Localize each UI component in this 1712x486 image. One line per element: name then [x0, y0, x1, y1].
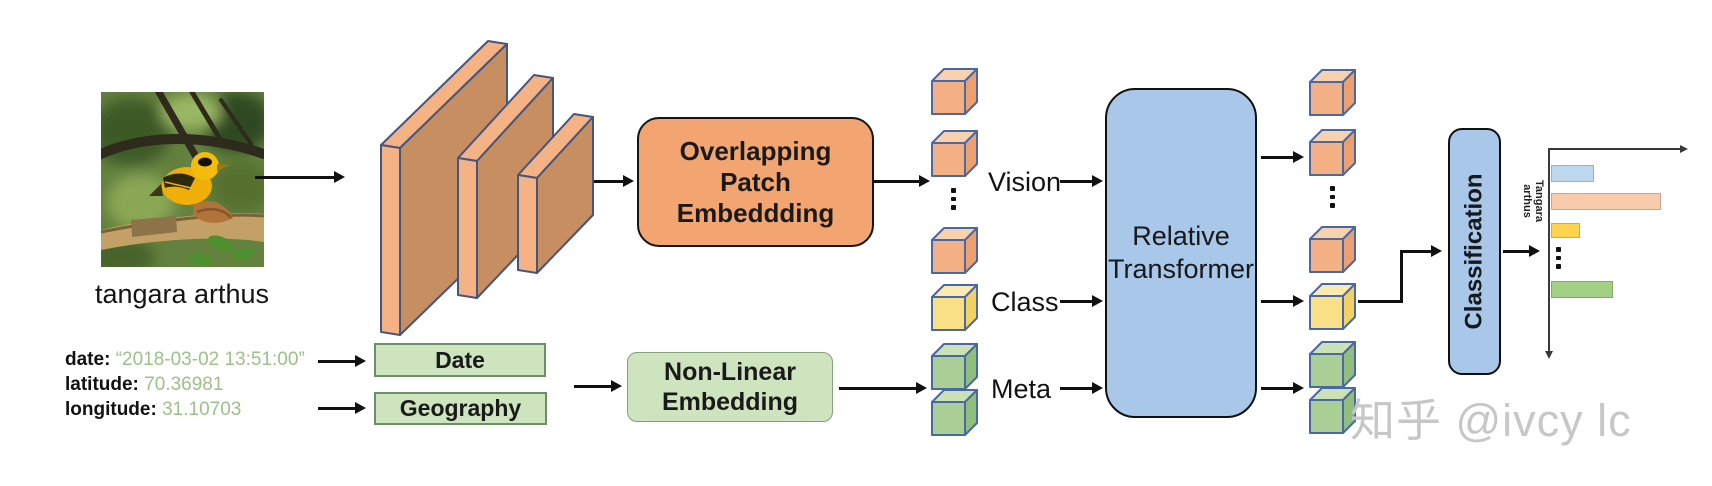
arrow-nonlinear-to-meta-tokens — [839, 382, 927, 394]
latitude-label: latitude: — [65, 374, 139, 395]
elbow-arrow-v — [1400, 250, 1403, 303]
out-meta-cube-2 — [1309, 387, 1356, 434]
out-tokens-ellipsis-icon — [1330, 186, 1335, 208]
latitude-value: 70.36981 — [144, 374, 224, 395]
patch-embedding-line1: Overlapping — [679, 135, 832, 166]
date-box: Date — [374, 343, 546, 377]
arrow-transformer-out-class — [1261, 295, 1304, 307]
chart-tick-label-tangara-arthus: Tangara arthus — [1521, 180, 1545, 222]
arrow-to-nonlinear-embedding — [574, 380, 622, 392]
arrow-date-to-box — [318, 355, 366, 367]
longitude-value: 31.10703 — [162, 399, 242, 420]
class-token-cube — [931, 284, 978, 331]
chart-bar-n — [1551, 281, 1613, 298]
elbow-arrow-h2 — [1400, 245, 1442, 257]
meta-token-cube-1 — [931, 343, 978, 390]
metadata-block: date: “2018-03-02 13:51:00” latitude: 70… — [65, 347, 305, 422]
arrow-transformer-out-meta — [1261, 382, 1304, 394]
vision-token-cube-n — [931, 227, 978, 274]
geography-box: Geography — [374, 392, 547, 425]
nonlinear-embedding-box: Non-Linear Embedding — [627, 352, 833, 422]
arrow-geo-to-box — [318, 402, 366, 414]
chart-bar-3 — [1551, 223, 1580, 238]
arrow-vision-to-transformer — [1060, 175, 1103, 187]
class-token-label: Class — [991, 287, 1059, 317]
out-meta-cube-1 — [1309, 341, 1356, 388]
arrow-transformer-out-vision — [1261, 151, 1304, 163]
chart-ellipsis-icon — [1556, 247, 1561, 269]
cnn-feature-planes — [380, 40, 594, 336]
overlapping-patch-embedding-box: Overlapping Patch Embeddding — [637, 117, 874, 247]
arrow-meta-to-transformer — [1060, 382, 1103, 394]
arrow-classification-to-chart — [1503, 245, 1540, 257]
patch-embedding-line2: Patch Embeddding — [676, 166, 835, 228]
classification-label: Classification — [1461, 173, 1489, 330]
watermark: 知乎 @ivcy lc — [1350, 395, 1632, 446]
nonlinear-line1: Non-Linear — [664, 358, 796, 386]
vision-tokens-ellipsis-icon — [951, 188, 956, 210]
vision-token-label: Vision — [988, 167, 1062, 197]
arrow-patch-embedding-to-tokens — [873, 175, 930, 187]
relative-transformer-box: Relative Transformer — [1105, 88, 1257, 418]
arrow-cnn-to-patch-embedding — [594, 175, 634, 187]
longitude-label: longitude: — [65, 399, 157, 420]
chart-bar-1 — [1551, 165, 1594, 182]
transformer-line2: Transformer — [1107, 254, 1255, 284]
out-class-cube — [1309, 283, 1356, 330]
bird-photo — [101, 92, 264, 267]
bird-image-caption: tangara arthus — [94, 279, 270, 309]
transformer-line1: Relative — [1132, 221, 1230, 251]
meta-token-label: Meta — [991, 374, 1052, 404]
elbow-arrow-h1 — [1358, 300, 1403, 303]
date-label: date: — [65, 349, 111, 370]
chart-bar-tangara-arthus — [1551, 193, 1661, 210]
out-vision-cube-n — [1309, 226, 1356, 273]
out-vision-cube-2 — [1309, 129, 1356, 176]
meta-token-cube-2 — [931, 389, 978, 436]
vision-token-cube-1 — [931, 68, 978, 115]
vision-token-cube-2 — [931, 130, 978, 177]
metadata-longitude-line: longitude: 31.10703 — [65, 397, 305, 422]
date-value: “2018-03-02 13:51:00” — [115, 349, 305, 370]
metadata-date-line: date: “2018-03-02 13:51:00” — [65, 347, 305, 372]
chart-y-axis — [1548, 148, 1550, 353]
chart-y-axis-arrowhead-icon — [1544, 351, 1553, 359]
metadata-latitude-line: latitude: 70.36981 — [65, 372, 305, 397]
chart-x-axis-arrowhead-icon — [1680, 144, 1688, 153]
out-vision-cube-1 — [1309, 69, 1356, 116]
classification-box: Classification — [1448, 128, 1501, 375]
chart-x-axis — [1548, 148, 1682, 150]
arrow-class-to-transformer — [1060, 295, 1103, 307]
arrow-image-to-cnn — [255, 171, 345, 183]
nonlinear-line2: Embedding — [661, 388, 799, 416]
